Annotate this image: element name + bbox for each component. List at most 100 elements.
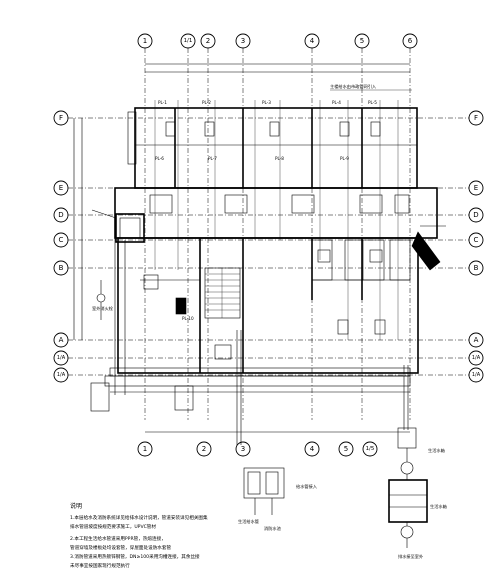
tank-label: 生活水箱: [428, 447, 445, 454]
axis-label-right: 1/A: [472, 372, 481, 378]
axis-label-bottom: 5: [344, 445, 348, 453]
tank-assembly: 生活水箱 生活水箱 排水接至室外: [388, 427, 447, 560]
water-meter-pit: [243, 467, 285, 499]
axis-bubble-right-C: [468, 232, 484, 248]
axis-label-bottom: 1/5: [366, 446, 375, 452]
axis-bubble-left-D: [53, 207, 69, 223]
room-tag: PL-7: [208, 156, 217, 161]
axis-label-left: 1/A: [57, 355, 66, 361]
axis-label-top: 3: [241, 37, 245, 45]
left-water-box: [91, 209, 145, 243]
axis-label-right: C: [474, 236, 479, 244]
axis-label-top: 6: [408, 37, 413, 45]
axis-bubble-right-B: [468, 260, 484, 276]
bottom-axis-group: 1 2 3 4 5 1/5: [137, 431, 410, 457]
upper-valve-box: [397, 427, 417, 449]
pipe-risers: [114, 100, 409, 445]
axis-label-top: 4: [310, 37, 315, 45]
right-axis-group: F E D C B A 1/A 1/A: [468, 110, 484, 383]
meter-label: 生活给水管: [238, 518, 259, 525]
outlet-pump-symbol: [400, 525, 414, 539]
meter-label: 给水管接入: [296, 483, 318, 490]
axis-bubble-left-C: [53, 232, 69, 248]
axis-label-right: D: [473, 211, 478, 219]
room-tag: PL-2: [202, 100, 211, 105]
axis-bubble-left-B: [53, 260, 69, 276]
axis-label-left: C: [59, 236, 64, 244]
axis-bubble-top-7: [402, 33, 418, 49]
axis-label-right: 1/A: [472, 355, 481, 361]
axis-bubble-right-A: [468, 332, 484, 348]
room-tag: PL-9: [340, 156, 349, 161]
axis-label-right: F: [474, 114, 478, 122]
note-line: 3.消防管道采用热镀锌钢管，DN≥100采用沟槽连接，其余丝接: [70, 553, 200, 560]
room-tag: PL-3: [262, 100, 271, 105]
water-tank: [388, 479, 428, 523]
building-walls: [90, 107, 438, 412]
hydrant-symbol: [96, 293, 106, 303]
note-line: 1.本层给水及消防系统详见给排水设计说明，管道安装详见相关图集: [70, 514, 208, 521]
tank-label: 排水接至室外: [398, 553, 424, 560]
axis-bubble-left-1A: [53, 350, 69, 366]
axis-bubble-right-D: [468, 207, 484, 223]
axis-bubble-right-E: [468, 180, 484, 196]
axis-bubble-right-1A-2: [468, 367, 484, 383]
axis-bubble-left-A: [53, 332, 69, 348]
axis-label-bottom: 2: [202, 445, 206, 453]
axis-label-left: F: [59, 114, 63, 122]
axis-bubble-bottom-6: [362, 441, 378, 457]
room-tag: PL-6: [155, 156, 164, 161]
room-tag: PL-10: [182, 316, 194, 321]
axis-label-left: 1/A: [57, 372, 66, 378]
note-line: 2.本工程生活给水管道采用PPR管，热熔连接，: [70, 535, 166, 542]
staircase: [204, 267, 241, 319]
axis-bubble-bottom-4: [304, 441, 320, 457]
axis-label-top: 1/1: [184, 38, 193, 44]
axis-label-top: 5: [360, 37, 364, 45]
axis-bubble-left-F: [53, 110, 69, 126]
axis-label-right: B: [474, 264, 479, 272]
room-tag: PL-1: [158, 100, 167, 105]
axis-bubble-bottom-5: [338, 441, 354, 457]
meter-label: 消防水池: [264, 525, 282, 532]
meter-boxes: 给水管接入 生活给水管 消防水池: [238, 467, 318, 532]
room-tag: PL-8: [275, 156, 284, 161]
axis-bubble-left-E: [53, 180, 69, 196]
left-axis-group: F E D C B A 1/A 1/A: [53, 110, 470, 383]
axis-bubble-bottom-3: [235, 441, 251, 457]
fixture-cluster: [143, 121, 410, 360]
axis-bubble-right-1A: [468, 350, 484, 366]
note-line: 排水管道坡度按规范要求施工，UPVC管材: [70, 523, 156, 530]
pump-symbol: [400, 461, 414, 475]
axis-bubble-top-2: [180, 33, 196, 49]
note-line: 管道穿墙及楼板处均设套管，穿屋面处设防水套管: [70, 544, 171, 551]
notes-title: 说明: [70, 502, 82, 510]
axis-bubble-top-1: [137, 33, 153, 49]
axis-label-left: E: [59, 184, 63, 192]
interior-partitions: [135, 108, 417, 373]
axis-label-right: E: [474, 184, 478, 192]
notes-block: 说明 1.本层给水及消防系统详见给排水设计说明，管道安装详见相关图集 排水管道坡…: [70, 502, 208, 569]
axis-label-top: 1: [143, 37, 147, 45]
axis-bubble-top-5: [304, 33, 320, 49]
note-line: 未尽事宜按国家现行规范执行: [70, 562, 130, 569]
axis-label-top: 2: [206, 37, 210, 45]
plan-annotations: 主楼给水由市政管网引入 室外消火栓: [92, 83, 412, 320]
axis-label-right: A: [474, 336, 479, 344]
tank-label: 生活水箱: [430, 503, 447, 510]
axis-bubble-top-3: [200, 33, 216, 49]
room-tag: PL-5: [368, 100, 377, 105]
riser-annotation: 主楼给水由市政管网引入: [330, 83, 377, 90]
room-tags: PL-1 PL-2 PL-3 PL-4 PL-5 PL-6 PL-7 PL-8 …: [155, 100, 377, 321]
axis-bubble-top-4: [235, 33, 251, 49]
axis-label-left: A: [59, 336, 64, 344]
axis-label-bottom: 1: [143, 445, 147, 453]
axis-bubble-bottom-2: [196, 441, 212, 457]
axis-label-bottom: 3: [241, 445, 245, 453]
axis-label-bottom: 4: [310, 445, 315, 453]
axis-label-left: D: [58, 211, 63, 219]
top-axis-group: 1 1/1 2 3 4 5 6: [137, 33, 418, 420]
room-tag: PL-4: [332, 100, 341, 105]
hydrant-annotation: 室外消火栓: [92, 305, 114, 312]
